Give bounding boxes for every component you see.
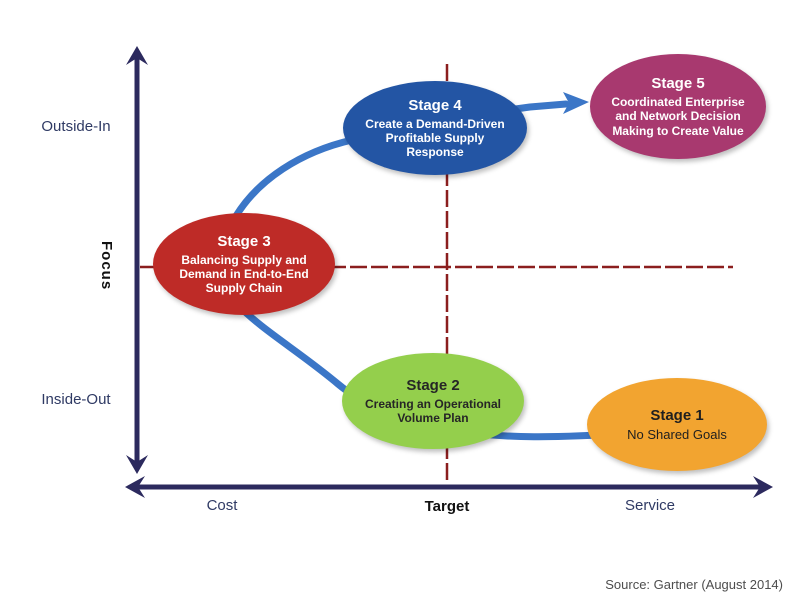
x-axis-right-label: Service: [624, 497, 676, 514]
y-axis-bottom-label: Inside-Out: [41, 391, 111, 408]
stage-1-ellipse: Stage 1 No Shared Goals: [587, 378, 767, 471]
stage-5-description: Coordinated Enterprise and Network Decis…: [611, 95, 745, 138]
y-axis-label: Focus: [98, 241, 115, 291]
y-axis-down-arrowhead-icon: [126, 455, 148, 474]
stage-5-title: Stage 5: [651, 75, 705, 93]
x-axis-right-arrowhead-icon: [753, 476, 773, 498]
stage-1-title: Stage 1: [650, 406, 704, 424]
stage-5-ellipse: Stage 5 Coordinated Enterprise and Netwo…: [590, 54, 766, 159]
stage-1-description: No Shared Goals: [627, 426, 727, 442]
curve-arrowhead-icon: [563, 92, 589, 114]
y-axis-up-arrowhead-icon: [126, 46, 148, 65]
source-citation: Source: Gartner (August 2014): [605, 577, 783, 592]
stage-3-description: Balancing Supply and Demand in End-to-En…: [179, 252, 309, 296]
stage-3-ellipse: Stage 3 Balancing Supply and Demand in E…: [153, 213, 335, 315]
x-axis-center-label: Target: [424, 498, 470, 515]
stage-4-title: Stage 4: [408, 96, 462, 114]
stage-4-description: Create a Demand-Driven Profitable Supply…: [365, 116, 505, 160]
stage-4-ellipse: Stage 4 Create a Demand-Driven Profitabl…: [343, 81, 527, 175]
y-axis-top-label: Outside-In: [41, 118, 111, 135]
stage-2-description: Creating an Operational Volume Plan: [364, 396, 502, 425]
stage-2-title: Stage 2: [406, 376, 460, 394]
x-axis-left-arrowhead-icon: [125, 476, 145, 498]
stage-2-ellipse: Stage 2 Creating an Operational Volume P…: [342, 353, 524, 449]
x-axis-left-label: Cost: [206, 497, 238, 514]
stage-3-title: Stage 3: [217, 232, 271, 250]
